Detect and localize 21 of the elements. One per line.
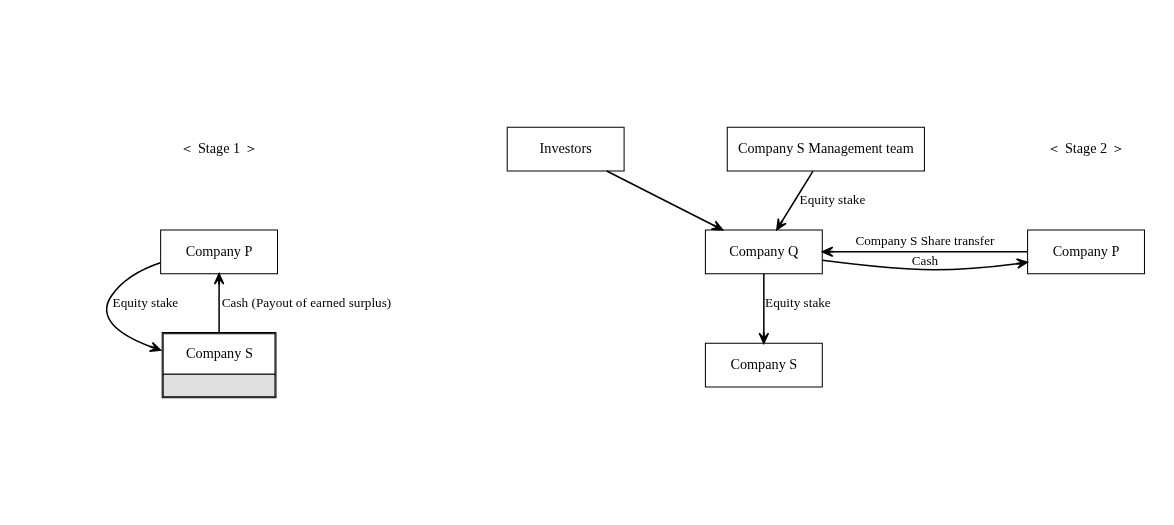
node-box: Company P [160,229,279,275]
node-box: Company S Management team [726,126,925,172]
arrow [776,170,814,231]
node-box: Company P [1027,229,1145,275]
edge-label: Equity stake [765,294,831,310]
arrow [605,170,724,231]
edge-label: Equity stake [799,191,866,207]
arrow [106,262,162,352]
edge-label: Company S Share transfer [855,233,995,249]
edge-label: Cash (Payout of earned surplus) [221,294,392,310]
edge-label: Cash [911,253,939,269]
label: ＜ Stage 2 ＞ [1047,139,1125,156]
label: ＜ Stage 1 ＞ [180,139,258,156]
arrow [821,258,1029,271]
arrow [213,273,225,334]
edge-label: Equity stake [112,294,179,310]
arrow [821,246,1029,258]
node-box: Investors [506,126,625,172]
arrow [758,273,770,345]
node-box: Company S [704,342,823,388]
node-box: Company Q [704,229,823,275]
